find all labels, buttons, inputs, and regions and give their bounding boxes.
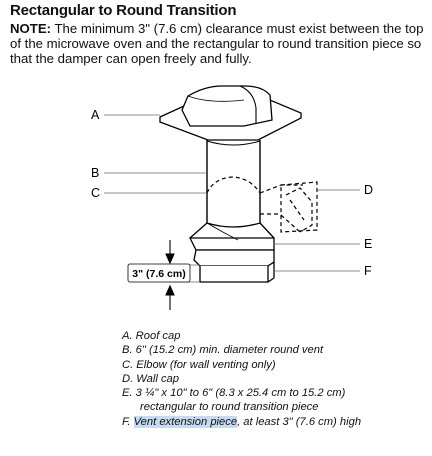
legend-f-prefix: F. — [122, 415, 134, 428]
legend-item-e-continued: rectangular to round transition piece — [140, 401, 319, 414]
parts-legend: A. Roof cap B. 6" (15.2 cm) min. diamete… — [122, 329, 422, 429]
section-title: Rectangular to Round Transition — [10, 2, 237, 19]
legend-f-highlight: Vent extension piece — [133, 415, 238, 428]
vent-extension-piece — [193, 249, 275, 283]
wall-cap-dashed — [280, 181, 318, 233]
clearance-note: NOTE: The minimum 3" (7.6 cm) clearance … — [10, 21, 425, 66]
legend-item-f: F. Vent extension piece, at least 3" (7.… — [122, 415, 422, 429]
callout-b: B — [91, 166, 99, 180]
callout-a: A — [91, 108, 100, 122]
legend-item-b: B. 6" (15.2 cm) min. diameter round vent — [122, 344, 324, 357]
legend-f-suffix: , at least 3" (7.6 cm) high — [237, 415, 362, 428]
legend-item-e: E. 3 ¼" x 10" to 6" (8.3 x 25.4 cm to 15… — [122, 387, 346, 400]
round-vent-pipe — [206, 140, 261, 223]
legend-item-c: C. Elbow (for wall venting only) — [122, 358, 276, 371]
callout-f: F — [364, 264, 372, 278]
note-text: The minimum 3" (7.6 cm) clearance must e… — [10, 21, 424, 66]
callout-e: E — [364, 237, 372, 251]
callout-d: D — [364, 183, 373, 197]
legend-item-d: D. Wall cap — [122, 372, 179, 385]
dimension-arrows — [165, 240, 175, 310]
note-label: NOTE: — [10, 21, 52, 36]
elbow-dashed — [206, 176, 261, 194]
callout-c: C — [91, 186, 100, 200]
dimension-label-box — [127, 263, 191, 283]
transition-piece — [188, 222, 275, 251]
legend-item-a: A. Roof cap — [122, 330, 181, 342]
roof-cap-hood — [181, 85, 273, 127]
transition-diagram: 3" (7.6 cm) A B C D E F — [91, 85, 373, 310]
dimension-label: 3" (7.6 cm) — [132, 268, 185, 280]
